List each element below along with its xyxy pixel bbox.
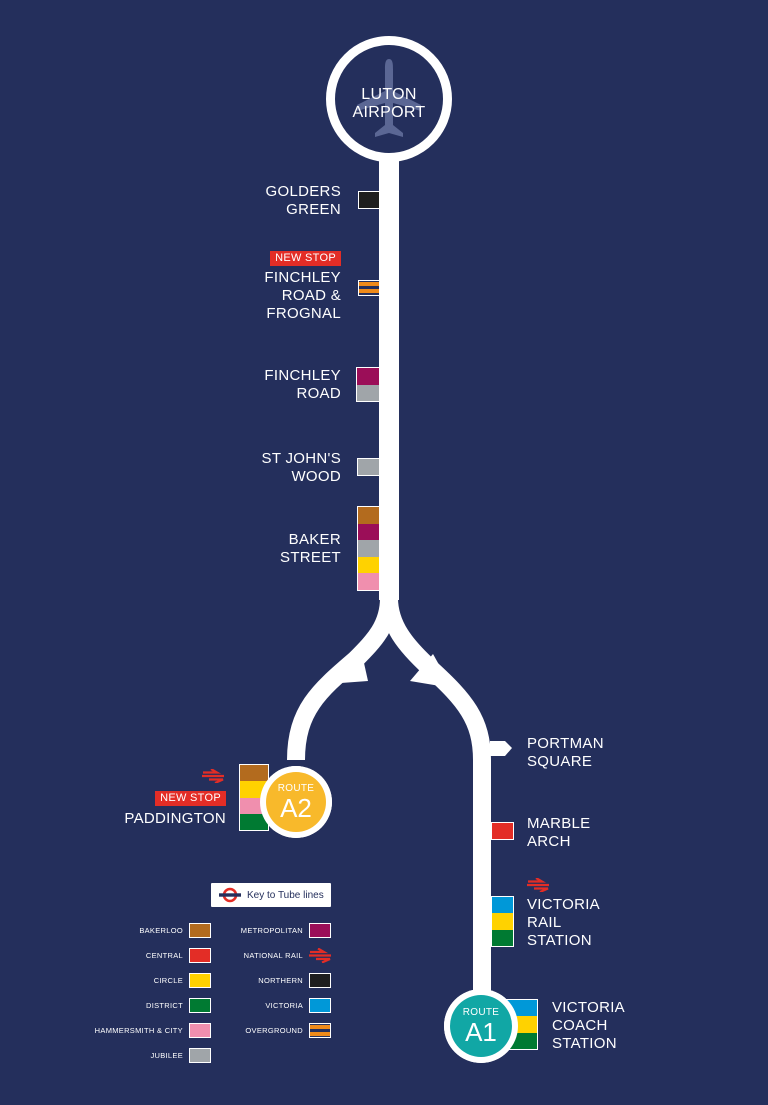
key-item-circle: CIRCLE bbox=[154, 973, 211, 988]
stop-marble-arch-label: MARBLE ARCH bbox=[527, 815, 591, 850]
stop-finchley-road-frognal-lines bbox=[358, 280, 380, 296]
airport-name-line2: AIRPORT bbox=[352, 104, 426, 121]
key-item-national-rail: NATIONAL RAIL bbox=[244, 948, 331, 963]
stop-golders-green-lines bbox=[358, 191, 380, 209]
stop-baker-street-lines bbox=[357, 506, 380, 591]
jubilee-line-swatch bbox=[358, 459, 379, 475]
circle-swatch bbox=[189, 973, 211, 988]
northern-line-swatch bbox=[359, 192, 379, 208]
arrow-right-icon bbox=[410, 654, 452, 688]
metropolitan-line-swatch bbox=[358, 523, 379, 541]
national-rail-icon bbox=[309, 948, 331, 963]
key-item-jubilee: JUBILEE bbox=[150, 1048, 211, 1063]
central-swatch bbox=[189, 948, 211, 963]
stop-st-johns-wood-lines bbox=[357, 458, 380, 476]
stop-paddington-label: PADDINGTON bbox=[124, 810, 226, 827]
district-line-swatch bbox=[492, 929, 513, 946]
route-label: ROUTE bbox=[277, 782, 315, 794]
stop-st-johns-wood-label: ST JOHN'S WOOD bbox=[261, 450, 341, 485]
stop-finchley-road-frognal-label: FINCHLEY ROAD & FROGNAL bbox=[264, 269, 341, 322]
stop-finchley-road-label: FINCHLEY ROAD bbox=[264, 367, 341, 402]
key-item-district: DISTRICT bbox=[146, 998, 211, 1013]
national-rail-icon bbox=[202, 769, 224, 783]
arrow-left-icon bbox=[341, 654, 368, 683]
route-number: A2 bbox=[280, 792, 312, 823]
stop-victoria-rail-station-label: VICTORIA RAIL STATION bbox=[527, 896, 600, 949]
circle-line-swatch bbox=[492, 913, 513, 930]
route-a2-badge: ROUTE A2 bbox=[266, 772, 326, 832]
new-stop-badge: NEW STOP bbox=[155, 791, 226, 806]
victoria-swatch bbox=[309, 998, 331, 1013]
key-item-metropolitan: METROPOLITAN bbox=[241, 923, 331, 938]
roundel-icon bbox=[219, 887, 241, 903]
airport-name: LUTON AIRPORT bbox=[335, 86, 443, 122]
jubilee-line-swatch bbox=[358, 540, 379, 557]
key-item-victoria: VICTORIA bbox=[265, 998, 331, 1013]
bakerloo-swatch bbox=[189, 923, 211, 938]
metropolitan-line-swatch bbox=[357, 368, 379, 385]
jubilee-line-swatch bbox=[357, 384, 379, 401]
hammersmith-city-swatch bbox=[189, 1023, 211, 1038]
key-item-hammersmith-city: HAMMERSMITH & CITY bbox=[95, 1023, 211, 1038]
victoria-line-swatch bbox=[492, 897, 513, 914]
stop-portman-square-label: PORTMAN SQUARE bbox=[527, 735, 604, 770]
portman-spur bbox=[490, 741, 512, 756]
metropolitan-swatch bbox=[309, 923, 331, 938]
branch-a2-line bbox=[287, 597, 398, 761]
national-rail-icon bbox=[527, 878, 549, 892]
key-item-northern: NORTHERN bbox=[258, 973, 331, 988]
key-title-box: Key to Tube lines bbox=[211, 883, 331, 907]
new-stop-badge: NEW STOP bbox=[270, 251, 341, 266]
hammersmith-city-line-swatch bbox=[358, 573, 379, 590]
central-line-swatch bbox=[492, 823, 513, 839]
branch-a1-line bbox=[380, 597, 491, 1000]
route-a2-badge-ring bbox=[260, 766, 332, 838]
stop-marble-arch-lines bbox=[491, 822, 514, 840]
airplane-icon bbox=[357, 59, 421, 137]
route-a1-badge-ring bbox=[444, 989, 518, 1063]
route-a1-badge: ROUTE A1 bbox=[451, 996, 511, 1056]
airport-name-line1: LUTON bbox=[361, 86, 417, 103]
key-title: Key to Tube lines bbox=[247, 889, 324, 901]
bakerloo-line-swatch bbox=[240, 765, 268, 782]
district-line-swatch bbox=[240, 813, 268, 830]
jubilee-swatch bbox=[189, 1048, 211, 1063]
stop-golders-green-label: GOLDERS GREEN bbox=[265, 183, 341, 218]
circle-line-swatch bbox=[240, 781, 268, 798]
bakerloo-line-swatch bbox=[358, 507, 379, 524]
overground-line-swatch bbox=[359, 282, 379, 286]
circle-line-swatch bbox=[358, 556, 379, 574]
stop-baker-street-label: BAKER STREET bbox=[280, 531, 341, 566]
stop-victoria-coach-station-label: VICTORIA COACH STATION bbox=[552, 999, 625, 1052]
key-item-overground: OVERGROUND bbox=[245, 1023, 331, 1038]
northern-swatch bbox=[309, 973, 331, 988]
route-number: A1 bbox=[465, 1016, 497, 1047]
district-swatch bbox=[189, 998, 211, 1013]
stop-finchley-road-lines bbox=[356, 367, 380, 402]
key-item-bakerloo: BAKERLOO bbox=[139, 923, 211, 938]
luton-airport-terminus: LUTON AIRPORT bbox=[326, 36, 452, 162]
overground-swatch bbox=[309, 1023, 331, 1038]
key-item-central: CENTRAL bbox=[146, 948, 211, 963]
stop-victoria-rail-lines bbox=[491, 896, 514, 947]
route-label: ROUTE bbox=[462, 1006, 500, 1018]
